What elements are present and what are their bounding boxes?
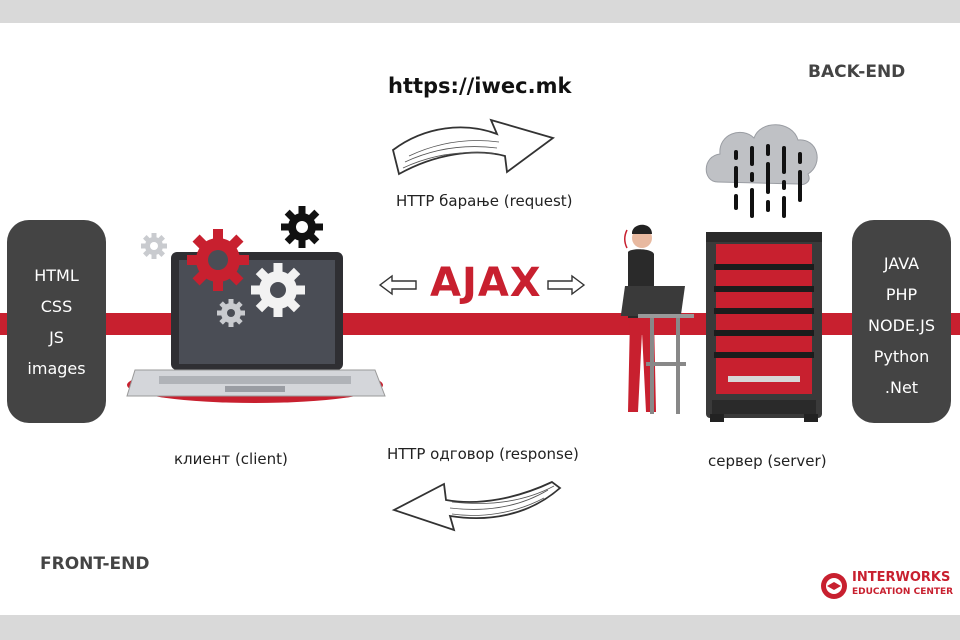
- person-icon: [620, 224, 694, 414]
- tech-item: .Net: [884, 378, 919, 397]
- response-label: HTTP одговор (response): [387, 445, 579, 463]
- back-end-label: BACK-END: [808, 62, 906, 82]
- back-end-tech-list: JAVA PHP NODE.JS Python .Net: [852, 220, 951, 403]
- ajax-label: AJAX: [430, 260, 542, 306]
- ajax-left-arrow-icon: [378, 274, 417, 296]
- logo-mark-icon: [821, 573, 847, 599]
- tech-item: images: [27, 359, 86, 378]
- front-end-label: FRONT-END: [40, 554, 150, 574]
- tech-item: JS: [49, 328, 64, 347]
- request-arrow-icon: [391, 118, 555, 176]
- request-label: HTTP барање (request): [396, 192, 573, 210]
- logo-brand: INTERWORKS: [852, 570, 951, 585]
- server-rack-icon: [706, 232, 822, 422]
- top-band: [0, 0, 960, 23]
- tech-item: PHP: [885, 285, 918, 304]
- interworks-logo: INTERWORKS EDUCATION CENTER: [820, 570, 953, 602]
- url-label: https://iwec.mk: [388, 74, 572, 98]
- response-arrow-icon: [391, 480, 562, 532]
- server-label: сервер (server): [708, 452, 827, 470]
- front-end-tech-list: HTML CSS JS images: [7, 220, 106, 384]
- tech-item: Python: [873, 347, 930, 366]
- tech-item: HTML: [34, 266, 79, 285]
- tech-item: CSS: [40, 297, 73, 316]
- small-gear-icon: [217, 299, 245, 327]
- bottom-band: [0, 615, 960, 640]
- back-end-tech-box: JAVA PHP NODE.JS Python .Net: [852, 220, 951, 423]
- ajax-right-arrow-icon: [547, 274, 586, 296]
- front-end-tech-box: HTML CSS JS images: [7, 220, 106, 423]
- cloud-icon: [705, 124, 818, 218]
- black-gear-icon: [281, 206, 323, 248]
- grey-gear-icon: [141, 233, 167, 259]
- tech-item: NODE.JS: [868, 316, 935, 335]
- red-gear-icon: [187, 229, 249, 291]
- white-gear-icon: [251, 263, 305, 317]
- tech-item: JAVA: [883, 254, 920, 273]
- logo-subtitle: EDUCATION CENTER: [852, 587, 954, 597]
- client-label: клиент (client): [174, 450, 288, 468]
